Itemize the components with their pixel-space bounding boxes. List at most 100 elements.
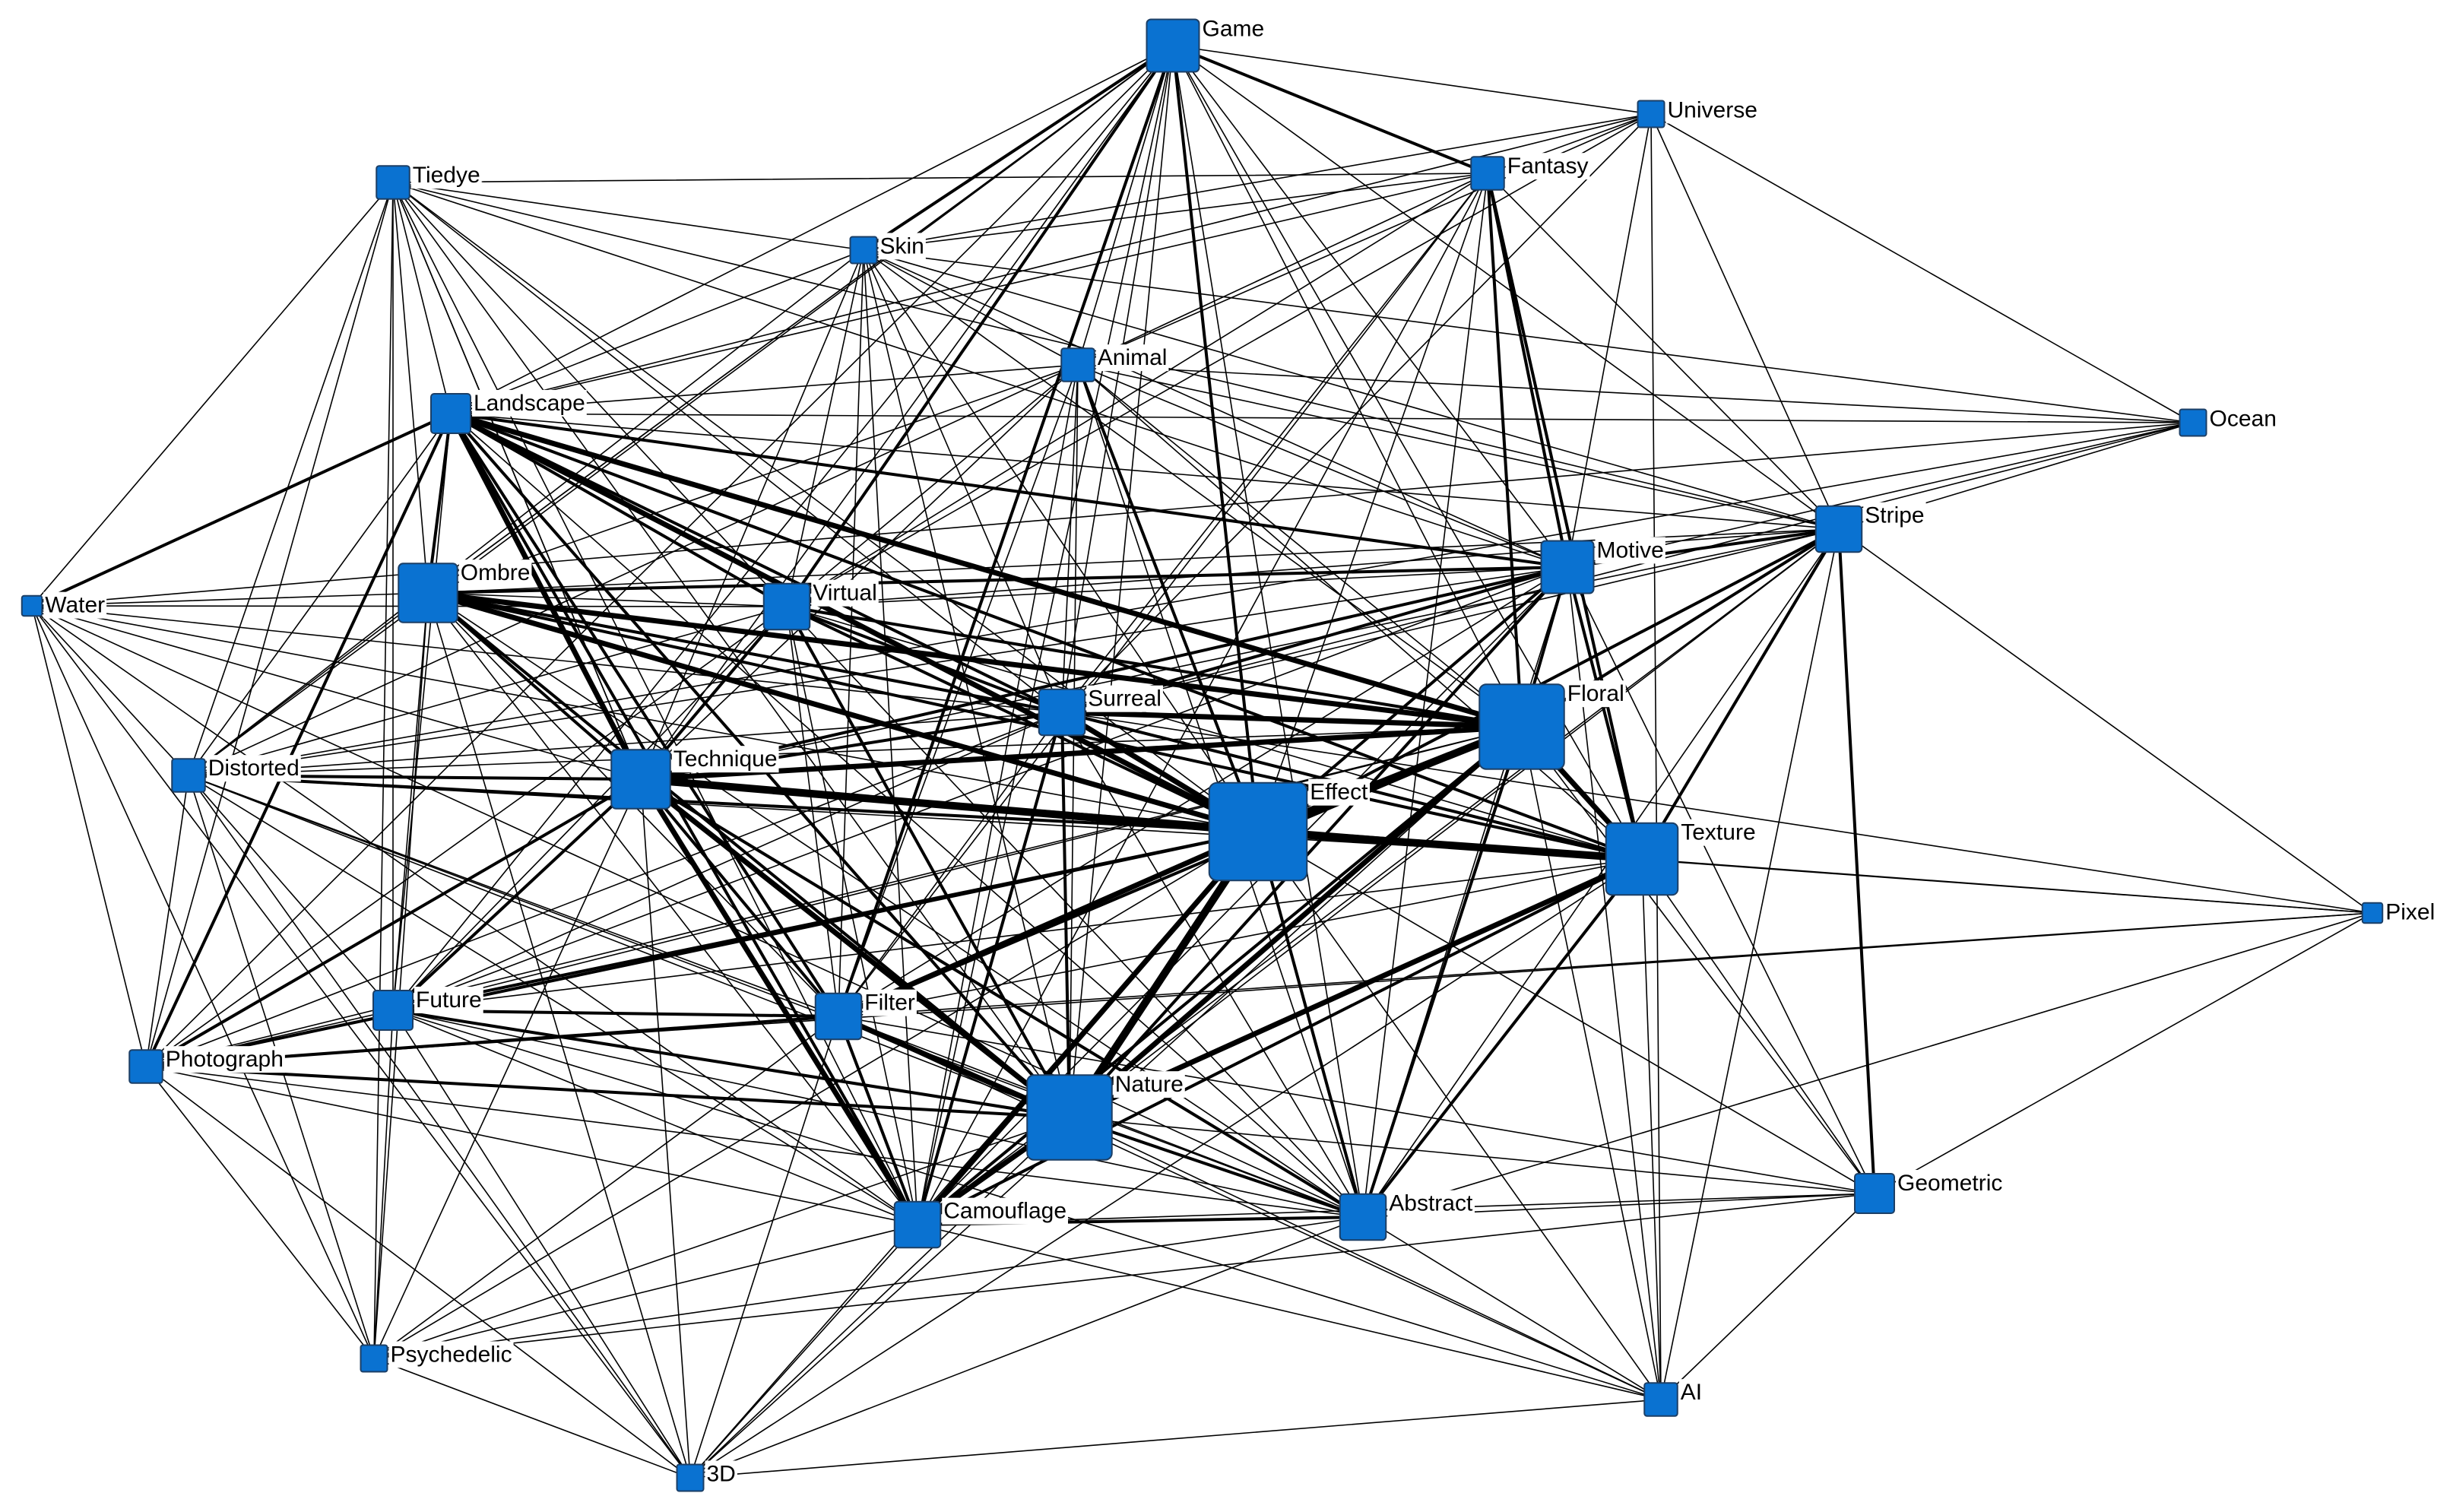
- node-label-future: Future: [416, 987, 482, 1013]
- node-box-virtual: [762, 582, 811, 631]
- edge-universe-stripe: [1650, 113, 1840, 530]
- edge-landscape-filter: [449, 412, 840, 1018]
- node-surreal: Surreal: [1038, 685, 1163, 737]
- edge-technique-filter: [639, 778, 840, 1018]
- edge-virtual-filter: [786, 606, 839, 1017]
- edge-photograph-3d: [145, 1066, 691, 1479]
- edge-ombre-motive: [426, 566, 1569, 594]
- node-box-psychedelic: [360, 1344, 388, 1373]
- node-box-surreal: [1038, 688, 1086, 737]
- edge-nature-photograph: [144, 1065, 1071, 1119]
- node-box-3d: [676, 1463, 705, 1492]
- edge-virtual-camouflage: [786, 606, 918, 1225]
- edge-geometric-pixel: [1874, 912, 2373, 1194]
- node-distorted: Distorted: [171, 755, 301, 793]
- edge-texture-camouflage: [916, 857, 1643, 1226]
- edge-skin-filter: [838, 249, 864, 1017]
- edge-abstract-ai: [1362, 1216, 1662, 1400]
- edge-floral-abstract: [1361, 725, 1523, 1219]
- edge-skin-camouflage: [863, 249, 918, 1225]
- edge-water-abstract: [31, 605, 1364, 1218]
- node-label-ai: AI: [1681, 1380, 1702, 1405]
- edge-water-3d: [31, 605, 691, 1479]
- edge-nature-stripe: [1069, 528, 1840, 1118]
- edges-layer: [30, 44, 2373, 1479]
- edge-photograph-psychedelic: [145, 1066, 375, 1359]
- node-label-bg-skin: [878, 233, 926, 260]
- edge-effect-distorted: [187, 774, 1260, 833]
- node-box-texture: [1605, 822, 1679, 896]
- node-floral: Floral: [1478, 680, 1626, 770]
- edge-water-photograph: [31, 605, 147, 1067]
- node-fantasy: Fantasy: [1470, 153, 1590, 191]
- node-ocean: Ocean: [2179, 405, 2278, 437]
- node-box-motive: [1540, 540, 1595, 594]
- edge-nature-technique: [638, 776, 1073, 1121]
- node-label-bg-tiedye: [410, 162, 482, 189]
- edge-game-motive: [1172, 45, 1568, 568]
- node-nature: Nature: [1026, 1071, 1185, 1161]
- node-box-game: [1146, 18, 1200, 73]
- node-box-future: [372, 990, 414, 1031]
- edge-stripe-abstract: [1362, 528, 1840, 1218]
- edge-floral-virtual: [785, 605, 1523, 728]
- edge-landscape-distorted: [188, 413, 452, 776]
- edge-fantasy-landscape: [450, 173, 1488, 414]
- edge-tiedye-ombre: [392, 182, 429, 594]
- edge-floral-technique: [638, 724, 1525, 782]
- node-box-abstract: [1339, 1193, 1387, 1241]
- edge-filter-psychedelic: [373, 1016, 839, 1359]
- node-box-camouflage: [893, 1200, 942, 1249]
- edge-game-skin: [862, 44, 1174, 252]
- node-box-fantasy: [1470, 156, 1505, 191]
- node-geometric: Geometric: [1854, 1169, 2005, 1214]
- edge-ocean-water: [31, 422, 2194, 607]
- edge-texture-pixel: [1641, 858, 2373, 914]
- edge-floral-future: [392, 726, 1523, 1011]
- edge-landscape-virtual: [449, 412, 788, 608]
- edge-nature-geometric: [1069, 1117, 1875, 1194]
- edge-effect-abstract: [1257, 830, 1364, 1219]
- node-label-bg-distorted: [206, 755, 301, 782]
- edge-tiedye-motive: [392, 182, 1568, 568]
- node-label-bg-technique: [671, 746, 779, 773]
- edge-floral-fantasy: [1486, 172, 1523, 728]
- edge-effect-psychedelic: [373, 831, 1259, 1359]
- edge-ai-3d: [689, 1399, 1662, 1479]
- edge-virtual-future: [392, 606, 788, 1011]
- node-label-water: Water: [45, 593, 105, 618]
- edge-texture-abstract: [1361, 857, 1643, 1219]
- edge-stripe-surreal: [1061, 528, 1840, 713]
- edge-fantasy-motive: [1486, 172, 1569, 569]
- node-future: Future: [372, 986, 483, 1031]
- edge-ombre-psychedelic: [373, 592, 429, 1359]
- node-label-abstract: Abstract: [1389, 1191, 1473, 1216]
- node-box-ombre: [398, 563, 458, 623]
- edge-landscape-future: [392, 413, 452, 1011]
- edge-universe-landscape: [450, 113, 1652, 414]
- edge-fantasy-animal: [1077, 173, 1488, 366]
- edge-fantasy-skin: [863, 173, 1488, 251]
- edge-animal-filter: [838, 364, 1079, 1017]
- edge-distorted-filter: [188, 775, 839, 1017]
- node-label-bg-photograph: [163, 1046, 285, 1073]
- node-label-bg-effect: [1308, 778, 1371, 806]
- edge-floral-skin: [863, 249, 1523, 727]
- node-label-bg-surreal: [1086, 685, 1163, 712]
- node-ombre: Ombre: [398, 559, 532, 623]
- node-universe: Universe: [1637, 97, 1759, 128]
- node-label-texture: Texture: [1681, 820, 1755, 845]
- edge-universe-ai: [1650, 113, 1662, 1400]
- node-label-bg-filter: [863, 989, 917, 1016]
- edge-animal-distorted: [188, 364, 1079, 776]
- edge-motive-abstract: [1362, 566, 1568, 1218]
- edge-skin-animal: [863, 249, 1079, 366]
- edge-technique-landscape: [448, 410, 644, 782]
- node-label-bg-3d: [705, 1460, 737, 1488]
- edge-motive-virtual: [786, 566, 1568, 607]
- edge-ocean-surreal: [1061, 422, 2194, 713]
- node-box-effect: [1208, 781, 1308, 882]
- edge-floral-animal: [1077, 364, 1523, 727]
- node-game: Game: [1146, 15, 1266, 73]
